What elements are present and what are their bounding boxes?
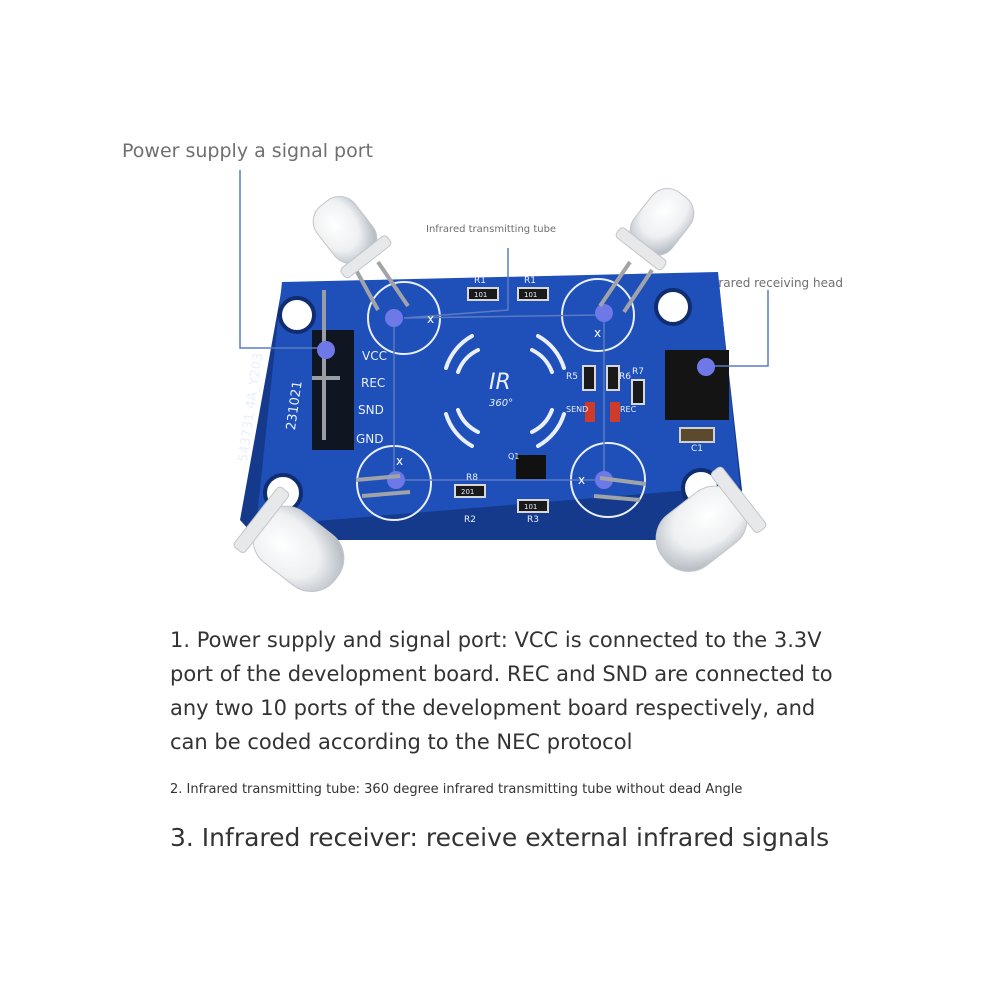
pin-label-snd: SND xyxy=(358,403,384,417)
label-r1-left: R1 xyxy=(474,276,486,286)
label-rec-led: REC xyxy=(620,405,637,414)
mounting-hole xyxy=(278,296,316,334)
ir-led-top-right xyxy=(598,188,695,314)
ir-led-bottom-left xyxy=(233,474,411,592)
mounting-hole xyxy=(654,288,692,326)
label-send: SEND xyxy=(566,405,589,414)
ir-wave-icon xyxy=(444,334,566,448)
desc-1-line-c: any two 10 ports of the development boar… xyxy=(170,696,816,720)
ir-receiver-head xyxy=(665,350,729,420)
label-c1: C1 xyxy=(691,444,704,454)
label-r3: R3 xyxy=(527,515,539,525)
callout-lines xyxy=(239,170,769,481)
pcb-board xyxy=(239,170,769,540)
desc-1-line-a: 1. Power supply and signal port: VCC is … xyxy=(170,628,822,652)
desc-1-line-b: port of the development board. REC and S… xyxy=(170,662,833,686)
code-101-right: 101 xyxy=(524,291,538,299)
header-pins xyxy=(312,290,340,440)
callout-receiving-head: Infrared receiving head xyxy=(703,276,843,290)
resistors xyxy=(454,287,645,513)
ir-logo: IR xyxy=(489,370,511,395)
ir-led-bottom-right xyxy=(593,466,767,572)
callout-transmitting-tube: Infrared transmitting tube xyxy=(426,224,557,235)
label-r5: R5 xyxy=(566,372,578,382)
label-r2: R2 xyxy=(464,515,476,525)
ir-logo-sub: 360° xyxy=(489,398,514,409)
ir-led-top-left xyxy=(312,196,410,311)
label-r7: R7 xyxy=(632,367,644,377)
transistor-chip xyxy=(516,455,546,479)
desc-3: 3. Infrared receiver: receive external i… xyxy=(170,823,830,852)
label-r6: R6 xyxy=(619,372,631,382)
capacitor-chip xyxy=(679,427,715,443)
label-r1-right: R1 xyxy=(524,276,536,286)
desc-1-line-d: can be coded according to the NEC protoc… xyxy=(170,730,633,754)
pin-label-vcc: VCC xyxy=(362,349,387,363)
label-r8: R8 xyxy=(466,473,478,483)
ir-module-illustration xyxy=(233,170,769,592)
status-leds xyxy=(585,402,620,422)
cross-mark-br: x xyxy=(578,473,586,487)
label-q1: Q1 xyxy=(508,452,520,461)
pin-label-rec: REC xyxy=(361,376,386,390)
code-201: 201 xyxy=(461,488,475,496)
cross-mark-tr: x xyxy=(594,326,602,340)
code-101-left: 101 xyxy=(474,291,488,299)
desc-2: 2. Infrared transmitting tube: 360 degre… xyxy=(170,782,743,797)
cross-mark-tl: x xyxy=(427,312,435,326)
cross-mark-bl: x xyxy=(396,454,404,468)
callout-power-port: Power supply a signal port xyxy=(122,140,373,162)
code-101-r3: 101 xyxy=(524,503,538,511)
pin-label-gnd: GND xyxy=(356,432,384,446)
